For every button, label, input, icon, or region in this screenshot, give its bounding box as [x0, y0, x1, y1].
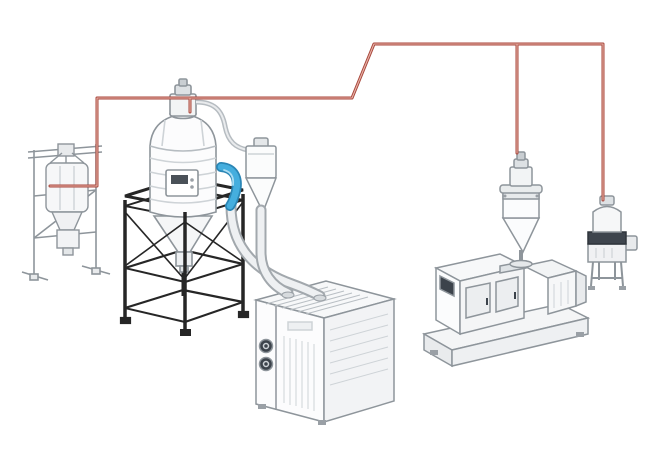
dryer-side-louvers: [329, 313, 389, 386]
stand-brace: [124, 267, 186, 283]
hopper-rim: [149, 145, 217, 152]
drying-hopper: [149, 78, 249, 273]
stand-brace: [124, 307, 186, 323]
gauge-ring: [262, 360, 270, 368]
dryer-foot: [258, 404, 266, 409]
dryer-right-face: [323, 298, 395, 424]
main-line-highlight: [49, 43, 604, 201]
receiver-motor: [516, 151, 526, 161]
gauge: [258, 338, 274, 354]
dryer-label-plate: [287, 321, 313, 331]
duct-flange: [313, 294, 327, 302]
stand-brace-back: [124, 248, 184, 270]
hopper-band: [149, 157, 217, 164]
caster: [91, 267, 101, 275]
duct-flange: [281, 291, 295, 299]
machine-hopper-receiver: [499, 151, 543, 269]
stand-diagonal: [184, 221, 244, 263]
caster: [29, 273, 39, 281]
stand-brace: [184, 263, 244, 283]
pump-foot: [588, 286, 595, 290]
pipe-highlight: [195, 101, 249, 151]
clamp-dot: [535, 194, 539, 198]
guard-window: [465, 282, 491, 319]
loader-motor: [178, 78, 188, 87]
proportioning-valve: [216, 162, 242, 211]
dome-seam: [200, 119, 205, 147]
conveying-pipes: [48, 42, 605, 202]
pump-legs: [590, 258, 624, 287]
discharge-box: [56, 229, 80, 249]
bag-strap: [71, 152, 85, 164]
discharge-outlet: [62, 247, 74, 256]
cyclone-body: [245, 145, 277, 179]
process-air-ducts: [225, 200, 327, 302]
vacuum-pump-station: [587, 195, 638, 290]
filter-dome: [592, 205, 622, 233]
stand-brace-back: [124, 288, 184, 310]
bag-strap: [49, 152, 63, 164]
stand-brace-back: [182, 248, 244, 266]
pump-foot: [619, 286, 626, 290]
cyclone-cone: [244, 177, 278, 214]
stand-diagonal: [124, 221, 186, 267]
injection-molding-machine: [421, 253, 591, 368]
pipe-core-layer: [49, 43, 604, 201]
hopper-rib: [149, 198, 217, 204]
hopper-stand-front: [124, 201, 244, 336]
guard-window: [495, 276, 519, 313]
clamp-dot: [503, 194, 507, 198]
cyclone-separator: [244, 137, 278, 214]
mount-plate: [509, 259, 533, 269]
panel-button: [190, 178, 194, 182]
injection-unit-end: [575, 269, 587, 308]
stand-brace: [184, 301, 244, 323]
machine-foot: [576, 332, 584, 337]
stand-diagonal: [124, 211, 186, 281]
pump-vents: [595, 248, 613, 258]
panel-button: [190, 185, 194, 189]
injection-vents: [553, 280, 569, 308]
gauge-ring: [262, 342, 270, 350]
duct-core: [257, 206, 292, 297]
stand-foot: [237, 310, 250, 319]
dehumidifying-dryer: [253, 280, 397, 425]
control-screen: [439, 274, 455, 298]
duct-core: [227, 202, 324, 300]
stand-foot: [119, 316, 132, 325]
injection-unit-front: [547, 270, 577, 315]
gauge: [258, 356, 274, 372]
panel-display: [171, 175, 188, 184]
valve-highlight: [223, 169, 235, 186]
valve-body: [217, 163, 240, 210]
pump-dark-band: [587, 231, 627, 245]
dryer-foot: [318, 420, 326, 425]
pump-body: [587, 243, 627, 263]
receiver-loader: [509, 166, 533, 187]
dome-seam: [161, 119, 166, 147]
dryer-front-grille: [283, 336, 315, 411]
machine-foot: [430, 350, 438, 355]
stand-foot: [180, 329, 191, 336]
stand-brace-back: [182, 288, 244, 304]
machine-base-side: [451, 317, 589, 367]
